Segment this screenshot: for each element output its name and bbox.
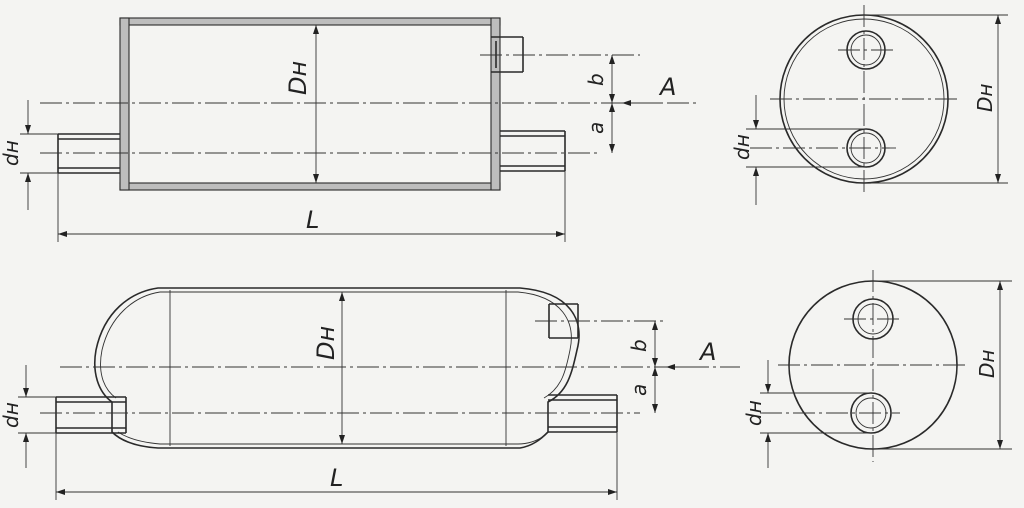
length-label: L (306, 206, 319, 234)
offset-b-label: b (584, 73, 608, 86)
offset-a-label: a (584, 122, 608, 134)
vessel-inlet-nozzle (55, 396, 127, 434)
inlet-nozzle (57, 133, 120, 174)
vessel-offset-b-label: b (627, 339, 651, 352)
flat-cylinder-side-view: Dн dн L b a A (0, 17, 700, 242)
vessel-outlet-nozzle (548, 394, 618, 433)
outer-diameter-label: Dн (284, 61, 312, 95)
vessel-outer-diameter-label: Dн (312, 326, 340, 360)
vessel-offset-a-label: a (627, 384, 651, 396)
vessel-end-outer-diameter-label: Dн (975, 350, 999, 378)
end-nozzle-diameter-label: dн (730, 134, 754, 160)
flat-cylinder-end-view: Dн dн (730, 5, 1008, 205)
small-nozzle (491, 36, 524, 73)
end-outer-diameter-label: Dн (973, 84, 997, 112)
vessel-nozzle-diameter-label: dн (0, 402, 23, 428)
vessel-length-label: L (330, 464, 343, 492)
shell-bottom-wall (119, 182, 501, 191)
nozzle-diameter-label: dн (0, 140, 23, 166)
shell-left-end (119, 17, 130, 191)
dished-vessel-end-view: Dн dн (742, 270, 1012, 468)
dished-vessel-side-view: Dн dн L b a A (0, 287, 740, 500)
shell-right-end (490, 17, 501, 191)
vessel-view-label: A (698, 338, 716, 366)
vessel-outer-shell (94, 287, 580, 449)
outlet-nozzle (500, 130, 566, 172)
shell-top-wall (119, 17, 501, 26)
view-label: A (658, 73, 676, 101)
vessel-end-nozzle-diameter-label: dн (742, 400, 766, 426)
